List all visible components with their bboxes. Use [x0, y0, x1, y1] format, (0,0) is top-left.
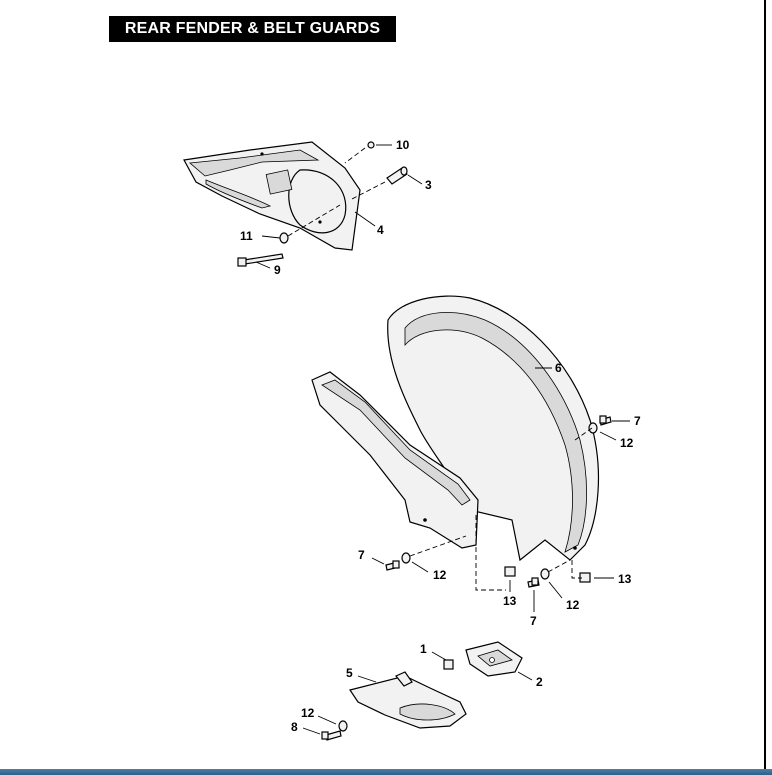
callout-8: 8 [291, 720, 298, 734]
bolt-part [237, 253, 284, 267]
callout-12-left: 12 [433, 568, 447, 582]
callout-4: 4 [377, 223, 384, 237]
callout-13-right: 13 [618, 572, 632, 586]
rear-fender-part [311, 295, 600, 562]
callout-1: 1 [420, 642, 427, 656]
page-border-bottom [0, 769, 772, 775]
callout-12-bottom: 12 [301, 706, 315, 720]
callout-13-center: 13 [503, 594, 517, 608]
callout-5: 5 [346, 666, 353, 680]
callout-12-center: 12 [566, 598, 580, 612]
callout-11: 11 [240, 229, 253, 243]
washer-part [279, 232, 289, 244]
upper-belt-guard-part [183, 141, 361, 251]
callout-9: 9 [274, 263, 281, 277]
callout-12-upper-right: 12 [620, 436, 634, 450]
bracket-part [465, 641, 523, 677]
leader-lines [255, 144, 630, 735]
lower-belt-guard-part [349, 671, 467, 729]
page-border-right [764, 0, 766, 770]
diagram-title: REAR FENDER & BELT GUARDS [109, 16, 396, 42]
callout-7-center: 7 [530, 614, 537, 628]
callout-7-left: 7 [358, 548, 365, 562]
callout-6: 6 [555, 361, 562, 375]
callout-3: 3 [425, 178, 432, 192]
spacer-part [386, 166, 408, 185]
callout-2: 2 [536, 675, 543, 689]
screw-part [367, 141, 375, 149]
alignment-lines [287, 147, 593, 591]
callout-7-upper-right: 7 [634, 414, 641, 428]
hardware-parts [321, 415, 612, 741]
callout-10: 10 [396, 138, 410, 152]
